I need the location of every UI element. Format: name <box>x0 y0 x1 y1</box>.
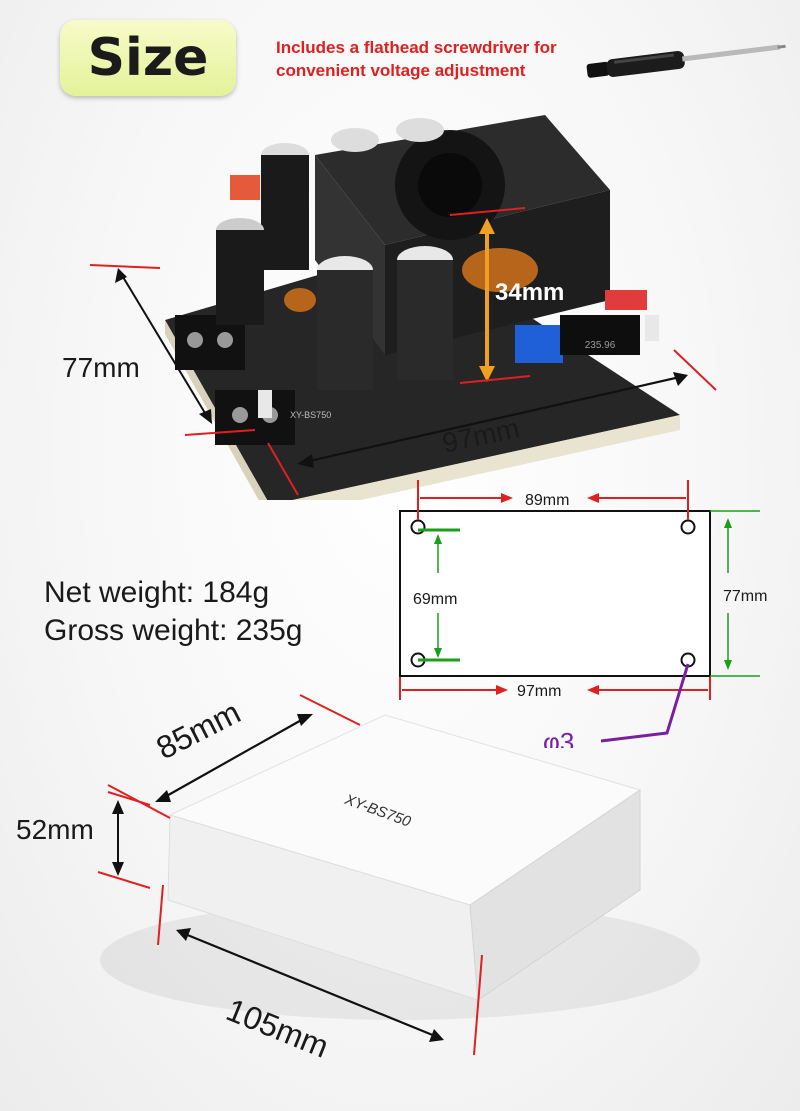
gross-weight: Gross weight: 235g <box>44 614 303 647</box>
board-outline <box>399 510 711 677</box>
size-badge: Size <box>60 20 236 96</box>
box-height-label: 52mm <box>16 814 94 845</box>
note-line-2: convenient voltage adjustment <box>276 61 526 80</box>
hole-spacing-x-label: 89mm <box>525 492 569 509</box>
hole-spacing-y-label: 69mm <box>413 591 457 608</box>
board-illustration: 235.96 XY-BS750 34mm <box>89 115 717 500</box>
outer-height-label: 77mm <box>723 588 767 605</box>
screwdriver-note: Includes a flathead screwdriver for conv… <box>276 36 606 82</box>
board-model-label: XY-BS750 <box>290 410 331 420</box>
mount-hole-tr <box>680 519 696 535</box>
terminal-block-2 <box>215 390 295 445</box>
box-side <box>469 789 641 1001</box>
display-readout: 235.96 <box>585 340 616 351</box>
led-display <box>560 315 640 355</box>
hole-diameter-label: φ3 <box>543 727 574 748</box>
height-34mm-label: 34mm <box>495 279 564 306</box>
outer-width-label: 97mm <box>517 683 561 700</box>
note-line-1: Includes a flathead screwdriver for <box>276 38 557 57</box>
potentiometer <box>515 325 563 363</box>
depth-77mm-label: 77mm <box>62 352 140 383</box>
size-title: Size <box>87 28 209 88</box>
mounting-drawing: 69mm 89mm 97mm 77mm φ3 <box>399 480 767 748</box>
screwdriver-icon <box>586 44 786 78</box>
mount-hole-tl <box>410 519 426 535</box>
net-weight: Net weight: 184g <box>44 576 270 609</box>
weights: Net weight: 184g Gross weight: 235g <box>44 574 302 650</box>
box-illustration: XY-BS750 <box>97 694 700 1056</box>
